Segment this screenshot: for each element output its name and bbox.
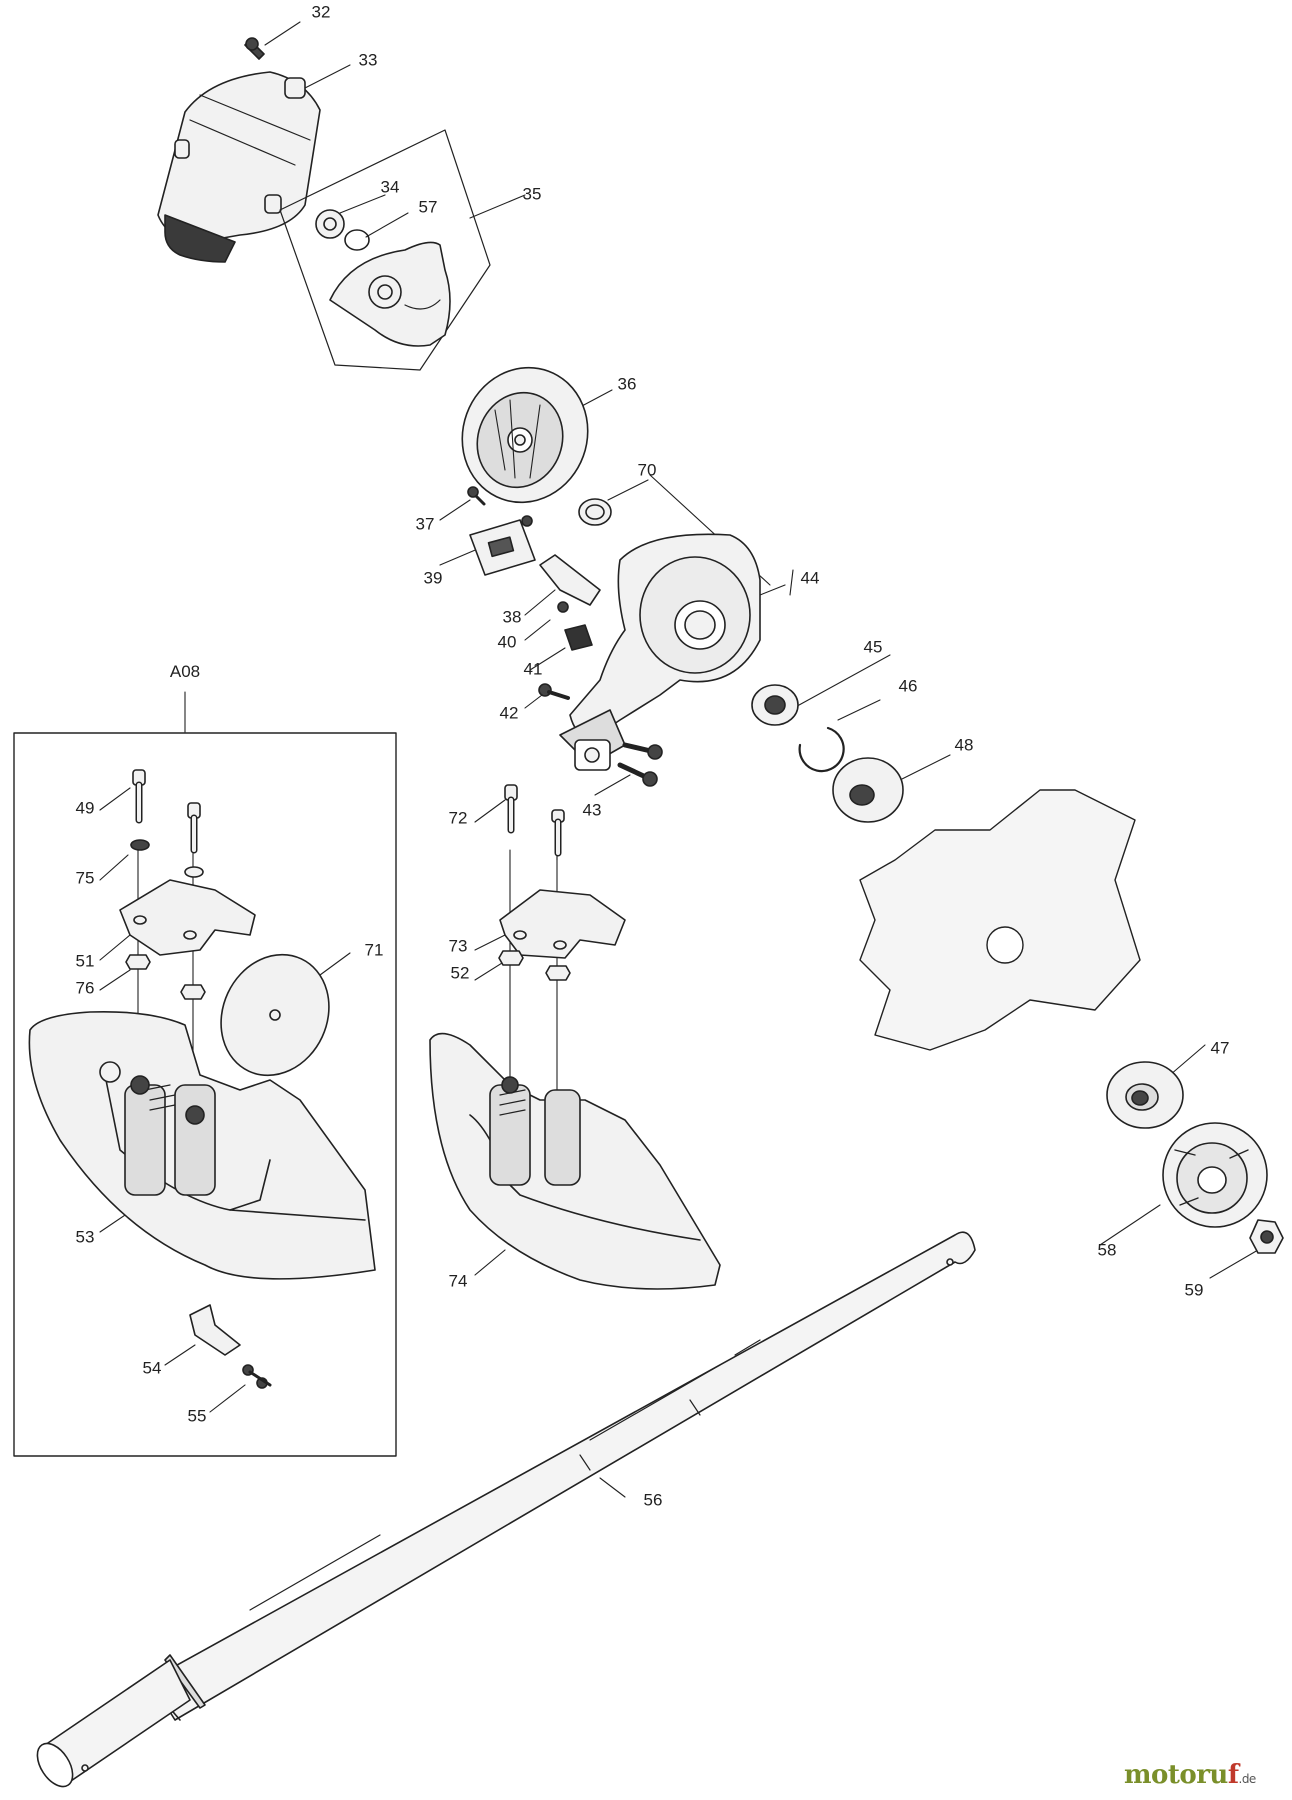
part-label-38: 38 [502,607,522,627]
nut-76b [180,984,206,1000]
part-label-40: 40 [497,632,517,652]
part-label-57: 57 [418,197,438,217]
washer-75 [130,839,150,851]
blade [859,789,1141,1051]
part-label-54: 54 [142,1358,162,1378]
part-label-32: 32 [311,2,331,22]
bolts-43 [617,742,663,787]
bracket-54 [189,1304,241,1356]
part-label-74: 74 [448,1271,468,1291]
part-label-56: 56 [643,1490,663,1510]
cover-71 [220,953,330,1077]
washer-48 [832,757,904,823]
bearing-45 [751,684,799,726]
watermark-brand: motoru [1124,1760,1228,1790]
watermark-logo: motoruf.de [1124,1760,1256,1790]
part-label-39: 39 [423,568,443,588]
part-label-73: 73 [448,936,468,956]
part-label-76: 76 [75,978,95,998]
screw-40 [557,601,569,613]
part-label-43: 43 [582,800,602,820]
part-label-45: 45 [863,637,883,657]
inset-frame [13,732,397,1457]
watermark-brand-accent: f [1227,1760,1239,1790]
part-label-35: 35 [522,184,542,204]
ring-57 [344,229,370,251]
washer-75b [184,866,204,878]
part-label-37: 37 [415,514,435,534]
clip-41 [564,624,593,651]
nut-76 [125,954,151,970]
nut-59 [1249,1219,1284,1254]
part-label-33: 33 [358,50,378,70]
screw-42 [538,683,570,700]
part-label-49: 49 [75,798,95,818]
circlip-46 [798,726,845,773]
inset-label-a08: A08 [169,662,201,681]
part-label-59: 59 [1184,1280,1204,1300]
gearcase-44 [559,533,761,771]
part-label-44: 44 [800,568,820,588]
bolt-72 [504,784,518,834]
nut-52b [545,965,571,981]
part-label-53: 53 [75,1227,95,1247]
part-label-70: 70 [637,460,657,480]
cap-58 [1162,1122,1268,1228]
part-label-46: 46 [898,676,918,696]
watermark-suffix: .de [1238,1772,1257,1786]
shaft-56 [36,1231,976,1788]
screw-32 [244,37,265,60]
bracket-38 [539,554,601,606]
part-label-72: 72 [448,808,468,828]
kit-frame-35 [279,129,491,371]
seal-70 [578,498,612,526]
nut-52 [498,950,524,966]
part-label-34: 34 [380,177,400,197]
gear-35 [329,241,451,347]
guard-53 [28,1010,376,1280]
part-label-47: 47 [1210,1038,1230,1058]
bearing-34 [315,209,345,239]
housing-36 [461,366,589,504]
washer-47 [1106,1061,1184,1129]
part-label-36: 36 [617,374,637,394]
part-label-52: 52 [450,963,470,983]
part-label-71: 71 [364,940,384,960]
bolt-72b [551,809,565,857]
bolt-49b [187,802,201,854]
part-label-58: 58 [1097,1240,1117,1260]
plate-39 [469,515,536,576]
part-label-42: 42 [499,703,519,723]
guard-74 [429,1032,721,1290]
clamp-51 [119,879,256,956]
part-label-51: 51 [75,951,95,971]
clamp-73 [499,889,626,959]
screws-55 [242,1364,272,1389]
part-label-41: 41 [523,659,543,679]
part-label-75: 75 [75,868,95,888]
bolt-49 [132,769,146,824]
part-label-55: 55 [187,1406,207,1426]
cover-33 [157,71,321,263]
part-label-48: 48 [954,735,974,755]
